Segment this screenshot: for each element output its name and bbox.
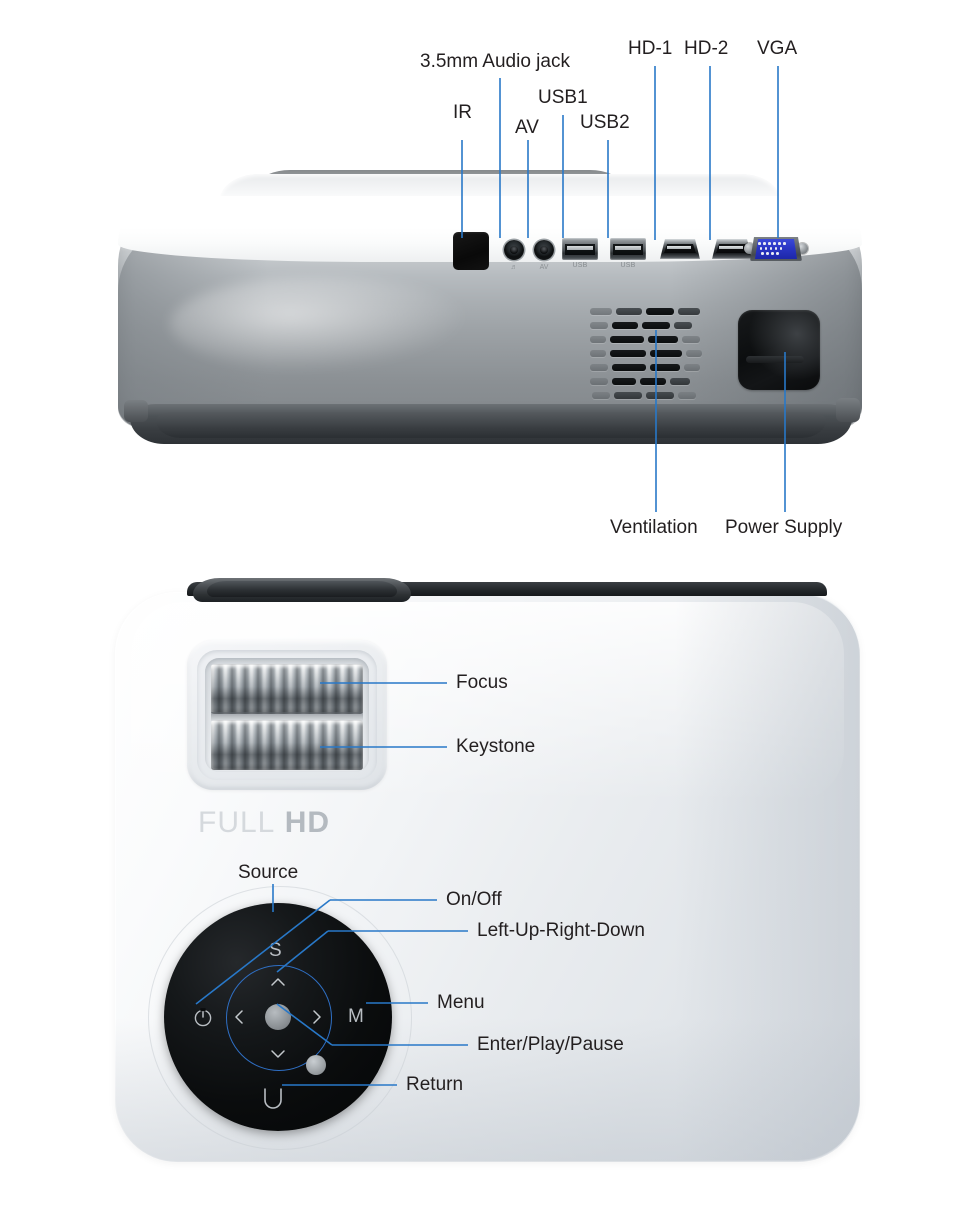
label-av: AV — [515, 117, 539, 138]
label-return: Return — [406, 1074, 464, 1095]
vga-left-screw-icon — [744, 243, 755, 254]
menu-key-label[interactable]: M — [348, 1006, 364, 1027]
power-icon[interactable] — [192, 1006, 214, 1028]
label-enter: Enter/Play/Pause — [477, 1034, 624, 1055]
hdmi2-slot — [716, 244, 748, 253]
av-icon: AV — [539, 264, 549, 271]
hdmi2-port: HD — [712, 239, 752, 259]
label-audio-jack: 3.5mm Audio jack — [420, 51, 570, 72]
usb1-port-caption: USB — [572, 262, 588, 269]
label-dpad: Left-Up-Right-Down — [477, 920, 645, 941]
hdmi1-slot — [664, 244, 696, 253]
rear-top-sheen — [134, 198, 846, 224]
usb2-port-caption: USB — [620, 262, 636, 269]
lens-bezel-inner — [207, 581, 397, 597]
right-chevron-icon[interactable] — [312, 1009, 322, 1025]
up-chevron-icon[interactable] — [270, 977, 286, 987]
left-chevron-icon[interactable] — [234, 1009, 244, 1025]
label-source: Source — [238, 862, 299, 883]
return-icon[interactable] — [259, 1087, 293, 1113]
hdmi1-port: HD — [660, 239, 700, 259]
vga-port — [744, 234, 808, 264]
label-hd1: HD-1 — [628, 38, 673, 59]
label-ventilation: Ventilation — [610, 517, 698, 538]
usb2-port: USB — [610, 238, 646, 269]
focus-dial[interactable] — [211, 664, 363, 714]
top-body-right-shade — [675, 594, 860, 1160]
control-pad[interactable]: S M — [164, 903, 392, 1131]
hdmi2-tongue — [719, 245, 743, 249]
vga-pins — [758, 242, 794, 256]
down-chevron-icon[interactable] — [270, 1049, 286, 1059]
usb1-port: USB — [562, 238, 598, 269]
full-hd-logo: FULL HD — [198, 808, 330, 838]
ventilation-grille — [590, 308, 706, 412]
logo-full-text: FULL — [198, 806, 276, 839]
rear-base-inner — [156, 412, 826, 438]
enter-button[interactable] — [265, 1004, 291, 1030]
control-pad-halo — [148, 886, 412, 1150]
rear-view-illustration: ♬ AV USB USB HD HD — [110, 168, 870, 468]
av-jack-port: AV — [534, 240, 554, 271]
label-ir: IR — [453, 102, 472, 123]
label-usb2: USB2 — [580, 112, 630, 133]
rear-body-highlight — [170, 276, 470, 372]
source-key-label[interactable]: S — [269, 940, 282, 961]
headphone-icon: ♬ — [510, 264, 518, 271]
label-keystone: Keystone — [456, 736, 536, 757]
rear-foot-left — [124, 400, 148, 422]
dial-separator-shadow — [211, 712, 363, 722]
label-power-supply: Power Supply — [725, 517, 843, 538]
audio-jack-port: ♬ — [504, 240, 524, 271]
label-vga: VGA — [757, 38, 798, 59]
label-usb1: USB1 — [538, 87, 588, 108]
hdmi1-tongue — [667, 245, 691, 249]
indicator-led — [306, 1055, 326, 1075]
vga-right-screw-icon — [797, 243, 808, 254]
rear-foot-right — [836, 398, 860, 422]
label-onoff: On/Off — [446, 889, 502, 910]
label-menu: Menu — [437, 992, 485, 1013]
power-supply-socket — [738, 310, 820, 390]
label-hd2: HD-2 — [684, 38, 729, 59]
keystone-dial[interactable] — [211, 720, 363, 770]
logo-hd-text: HD — [284, 806, 331, 839]
label-focus: Focus — [456, 672, 508, 693]
ir-receiver-window — [453, 232, 489, 270]
